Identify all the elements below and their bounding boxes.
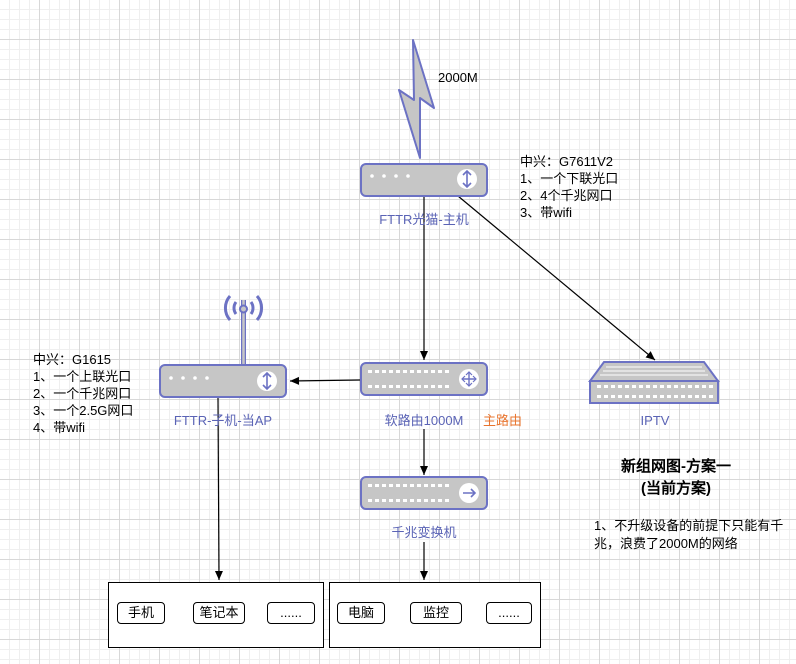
device-chip: 笔记本: [193, 602, 245, 624]
lightning-bolt-icon: [398, 39, 435, 159]
sub-router-spec-line: 4、带wifi: [33, 420, 86, 435]
plan-title: 新组网图-方案一 (当前方案): [586, 456, 766, 500]
left-device-group: 手机 笔记本 ......: [108, 582, 324, 648]
main-router-role-label: 主路由: [483, 413, 523, 428]
device-chip: 监控: [410, 602, 462, 624]
iptv-label: IPTV: [640, 413, 670, 428]
main-router-spec-line: 3、带wifi: [520, 205, 573, 220]
soft-router-icon: [360, 362, 488, 396]
gigabit-switch-label: 千兆变换机: [391, 525, 457, 540]
plan-title-line: (当前方案): [641, 480, 711, 497]
sub-router-icon: [159, 295, 287, 398]
device-chip: 电脑: [337, 602, 385, 624]
right-device-group: 电脑 监控 ......: [329, 582, 541, 648]
main-router-spec-line: 2、4个千兆网口: [520, 188, 613, 203]
plan-description: 1、不升级设备的前提下只能有千兆，浪费了2000M的网络: [594, 518, 784, 551]
sub-router-label: FTTR-子机-当AP: [173, 413, 273, 428]
main-router-label: FTTR光猫-主机: [379, 212, 469, 227]
sub-router-spec-line: 2、一个千兆网口: [33, 386, 132, 401]
device-chip: ......: [486, 602, 532, 624]
main-router-spec-line: 1、一个下联光口: [520, 171, 619, 186]
main-router-icon: [360, 163, 488, 197]
bandwidth-label: 2000M: [438, 70, 478, 85]
edge-sub-to-left-devices: [214, 397, 223, 581]
device-chip: ......: [267, 602, 315, 624]
gigabit-switch-icon: [360, 476, 488, 510]
sub-router-spec-line: 3、一个2.5G网口: [33, 403, 134, 418]
iptv-box-icon: [588, 361, 720, 404]
main-router-spec-line: 中兴：G7611V2: [520, 154, 613, 169]
sub-router-spec-line: 中兴：G1615: [33, 352, 112, 367]
edge-main-to-iptv: [457, 195, 656, 361]
edge-soft-to-sub: [289, 376, 361, 385]
sub-router-spec-line: 1、一个上联光口: [33, 369, 132, 384]
device-chip: 手机: [117, 602, 165, 624]
plan-title-line: 新组网图-方案一: [621, 458, 731, 475]
soft-router-label: 软路由1000M: [384, 413, 464, 428]
sub-router-spec: 中兴：G1615 1、一个上联光口 2、一个千兆网口 3、一个2.5G网口 4、…: [33, 351, 133, 436]
main-router-spec: 中兴：G7611V2 1、一个下联光口 2、4个千兆网口 3、带wifi: [520, 153, 618, 221]
